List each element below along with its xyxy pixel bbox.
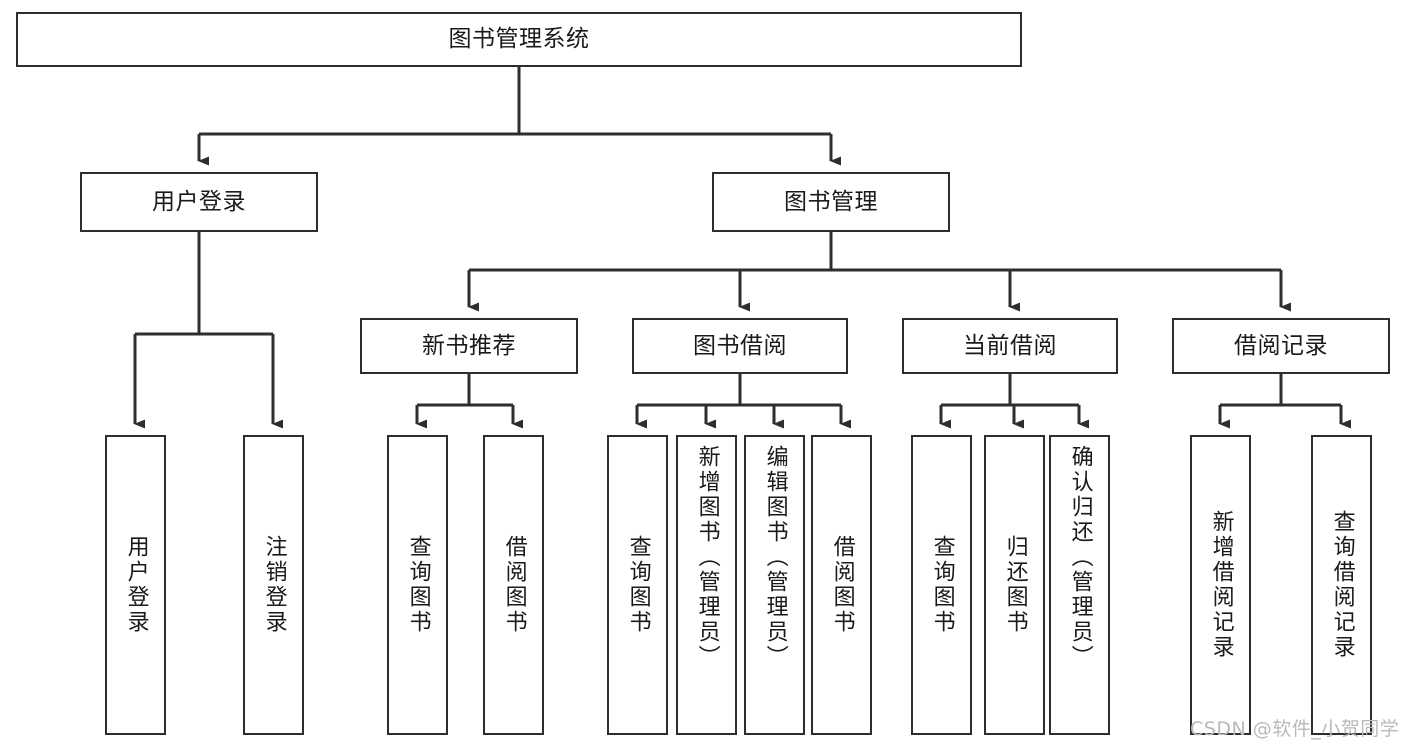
node-leaf-confirm-return-label: 确认归还（管理员） [1067, 445, 1093, 670]
node-leaf-query-record[interactable]: 查询借阅记录 [1311, 435, 1372, 735]
node-leaf-query-book-2-label: 查询图书 [625, 535, 651, 635]
node-leaf-return-book-label: 归还图书 [1002, 535, 1028, 635]
node-leaf-borrow-book-2-label: 借阅图书 [829, 535, 855, 635]
node-leaf-borrow-book-1[interactable]: 借阅图书 [483, 435, 544, 735]
node-book-borrow-label: 图书借阅 [693, 332, 787, 359]
node-leaf-query-book-1[interactable]: 查询图书 [387, 435, 448, 735]
node-leaf-add-record[interactable]: 新增借阅记录 [1190, 435, 1251, 735]
node-current-borrow-label: 当前借阅 [963, 332, 1057, 359]
node-root[interactable]: 图书管理系统 [16, 12, 1022, 67]
node-user-login[interactable]: 用户登录 [80, 172, 318, 232]
node-leaf-query-book-3[interactable]: 查询图书 [911, 435, 972, 735]
node-leaf-confirm-return[interactable]: 确认归还（管理员） [1049, 435, 1110, 735]
node-leaf-query-book-3-label: 查询图书 [929, 535, 955, 635]
node-leaf-user-login-label: 用户登录 [123, 535, 149, 635]
node-leaf-user-logout-label: 注销登录 [261, 535, 287, 635]
node-user-login-label: 用户登录 [152, 188, 246, 215]
node-book-manage-label: 图书管理 [784, 188, 878, 215]
node-borrow-record-label: 借阅记录 [1234, 332, 1328, 359]
node-leaf-query-book-1-label: 查询图书 [405, 535, 431, 635]
node-leaf-add-record-label: 新增借阅记录 [1208, 510, 1234, 660]
csdn-watermark: CSDN @软件_小贺同学 [1190, 718, 1400, 740]
node-new-book-recommend[interactable]: 新书推荐 [360, 318, 578, 374]
node-leaf-return-book[interactable]: 归还图书 [984, 435, 1045, 735]
node-root-label: 图书管理系统 [448, 26, 590, 53]
node-leaf-query-record-label: 查询借阅记录 [1329, 510, 1355, 660]
node-leaf-user-login[interactable]: 用户登录 [105, 435, 166, 735]
node-leaf-add-book-label: 新增图书（管理员） [694, 445, 720, 670]
node-current-borrow[interactable]: 当前借阅 [902, 318, 1118, 374]
node-leaf-borrow-book-2[interactable]: 借阅图书 [811, 435, 872, 735]
node-book-borrow[interactable]: 图书借阅 [632, 318, 848, 374]
node-book-manage[interactable]: 图书管理 [712, 172, 950, 232]
node-leaf-query-book-2[interactable]: 查询图书 [607, 435, 668, 735]
node-leaf-borrow-book-1-label: 借阅图书 [501, 535, 527, 635]
node-leaf-add-book[interactable]: 新增图书（管理员） [676, 435, 737, 735]
node-borrow-record[interactable]: 借阅记录 [1172, 318, 1390, 374]
node-leaf-edit-book-label: 编辑图书（管理员） [762, 445, 788, 670]
node-leaf-edit-book[interactable]: 编辑图书（管理员） [744, 435, 805, 735]
node-leaf-user-logout[interactable]: 注销登录 [243, 435, 304, 735]
node-new-book-recommend-label: 新书推荐 [422, 332, 516, 359]
